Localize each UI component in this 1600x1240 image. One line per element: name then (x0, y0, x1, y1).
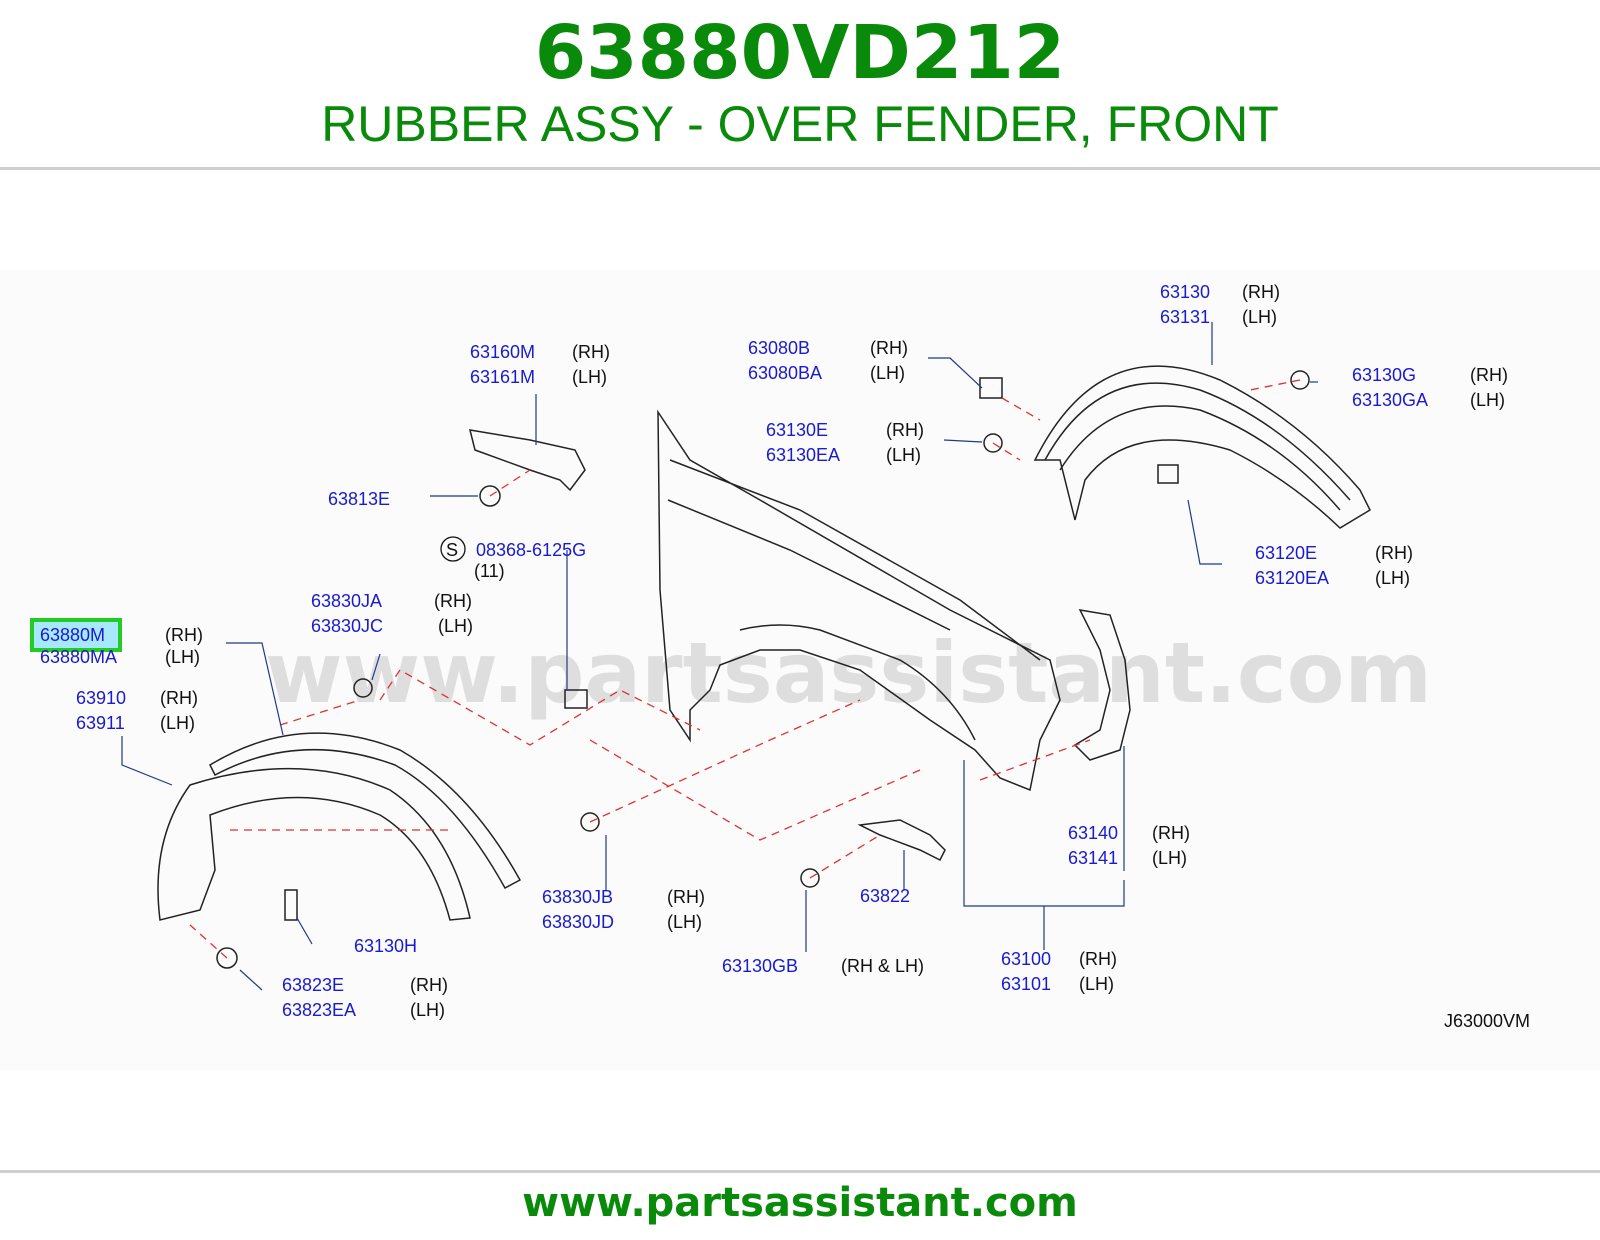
callout-63080ba-side: (LH) (870, 363, 905, 383)
callout-63101-side: (LH) (1079, 974, 1114, 994)
callout-63830jd[interactable]: 63830JD (542, 912, 614, 932)
callout-63130gb[interactable]: 63130GB (722, 956, 798, 976)
over-fender-rubber-drawing[interactable] (157, 732, 522, 921)
highlight-box (30, 618, 122, 652)
callout-63910-side: (RH) (160, 688, 198, 708)
callout-63880m[interactable]: 63880M (40, 625, 105, 645)
callout-63130e[interactable]: 63130E (766, 420, 828, 440)
callout-63130[interactable]: 63130 (1160, 282, 1210, 302)
callout-63130g-side: (RH) (1470, 365, 1508, 385)
callout-08368-6125g[interactable]: 08368-6125G (476, 540, 586, 560)
footer-website-link[interactable]: www.partsassistant.com (522, 1180, 1078, 1226)
watermark: www.partsassistant.com (265, 624, 1432, 722)
callout-63130ea[interactable]: 63130EA (766, 445, 840, 465)
callout-63141-side: (LH) (1152, 848, 1187, 868)
callout-63130-side: (RH) (1242, 282, 1280, 302)
callout-63130g[interactable]: 63130G (1352, 365, 1416, 385)
callout-63140[interactable]: 63140 (1068, 823, 1118, 843)
s-symbol-icon (440, 536, 466, 562)
callout-63120e-side: (RH) (1375, 543, 1413, 563)
callout-63830jb[interactable]: 63830JB (542, 887, 613, 907)
callout-63880m-side: (RH) (165, 625, 203, 645)
callout-63100-side: (RH) (1079, 949, 1117, 969)
callout-63823ea[interactable]: 63823EA (282, 1000, 356, 1020)
callout-08368-qty: (11) (474, 561, 505, 581)
diagram-canvas: www.partsassistant.com (30, 282, 1530, 1031)
bolt-icon[interactable] (564, 689, 588, 709)
callout-63160m-side: (RH) (572, 342, 610, 362)
callout-63131[interactable]: 63131 (1160, 307, 1210, 327)
parts-diagram: www.partsassistant.com (0, 270, 1600, 1070)
part-number-title: 63880VD212 (534, 10, 1066, 96)
callout-63830ja[interactable]: 63830JA (311, 591, 382, 611)
callout-63080b-side: (RH) (870, 338, 908, 358)
callout-63130ga-side: (LH) (1470, 390, 1505, 410)
seal-drawing[interactable] (468, 429, 586, 492)
callout-63120e[interactable]: 63120E (1255, 543, 1317, 563)
clip-icon[interactable] (979, 377, 1003, 399)
bracket-drawing[interactable] (1073, 609, 1131, 761)
footer-divider (0, 1170, 1600, 1173)
callout-63130h[interactable]: 63130H (354, 936, 417, 956)
callout-63830jc-side: (LH) (438, 616, 473, 636)
clip-icon[interactable] (1157, 464, 1179, 484)
callout-63130gb-side: (RH & LH) (841, 956, 924, 976)
callout-63911-side: (LH) (160, 713, 195, 733)
callout-63830ja-side: (RH) (434, 591, 472, 611)
callout-63120ea[interactable]: 63120EA (1255, 568, 1329, 588)
callout-63161m-side: (LH) (572, 367, 607, 387)
callout-63161m[interactable]: 63161M (470, 367, 535, 387)
fender-panel-drawing[interactable] (657, 409, 1061, 792)
clip-icon[interactable] (479, 485, 501, 507)
callout-63080ba[interactable]: 63080BA (748, 363, 822, 383)
callout-63160m[interactable]: 63160M (470, 342, 535, 362)
callout-63101[interactable]: 63101 (1001, 974, 1051, 994)
splash-piece-drawing[interactable] (857, 819, 946, 862)
fender-liner-drawing[interactable] (1033, 365, 1371, 529)
page-header: 63880VD212 RUBBER ASSY - OVER FENDER, FR… (0, 0, 1600, 170)
diagram-reference-code: J63000VM (1444, 1011, 1530, 1031)
callout-63830jd-side: (LH) (667, 912, 702, 932)
header-divider (0, 167, 1600, 170)
callout-63100[interactable]: 63100 (1001, 949, 1051, 969)
clip-icon[interactable] (1290, 370, 1310, 390)
callout-63880ma-side: (LH) (165, 647, 200, 667)
clip-icon[interactable] (216, 947, 238, 969)
assembly-lines (189, 379, 1301, 959)
clip-icon[interactable] (800, 868, 820, 888)
callout-63130ea-side: (LH) (886, 445, 921, 465)
callout-63880ma[interactable]: 63880MA (40, 647, 117, 667)
leader-lines (121, 322, 1318, 991)
callout-63830jc[interactable]: 63830JC (311, 616, 383, 636)
clip-icon[interactable] (353, 678, 373, 698)
callout-63911[interactable]: 63911 (76, 713, 125, 733)
callout-63823e-side: (RH) (410, 975, 448, 995)
callout-63140-side: (RH) (1152, 823, 1190, 843)
callout-63823ea-side: (LH) (410, 1000, 445, 1020)
screw-icon[interactable] (284, 889, 298, 921)
callout-63822[interactable]: 63822 (860, 886, 910, 906)
callout-63130ga[interactable]: 63130GA (1352, 390, 1428, 410)
callout-63830jb-side: (RH) (667, 887, 705, 907)
callout-63120ea-side: (LH) (1375, 568, 1410, 588)
s-symbol-letter: S (446, 540, 458, 560)
clip-icon[interactable] (983, 433, 1003, 453)
callout-63910[interactable]: 63910 (76, 688, 126, 708)
callout-63141[interactable]: 63141 (1068, 848, 1118, 868)
callout-63080b[interactable]: 63080B (748, 338, 810, 358)
callout-63813e[interactable]: 63813E (328, 489, 390, 509)
clip-icon[interactable] (580, 812, 600, 832)
callout-63130e-side: (RH) (886, 420, 924, 440)
callout-63823e[interactable]: 63823E (282, 975, 344, 995)
callout-63131-side: (LH) (1242, 307, 1277, 327)
part-description: RUBBER ASSY - OVER FENDER, FRONT (321, 96, 1279, 152)
